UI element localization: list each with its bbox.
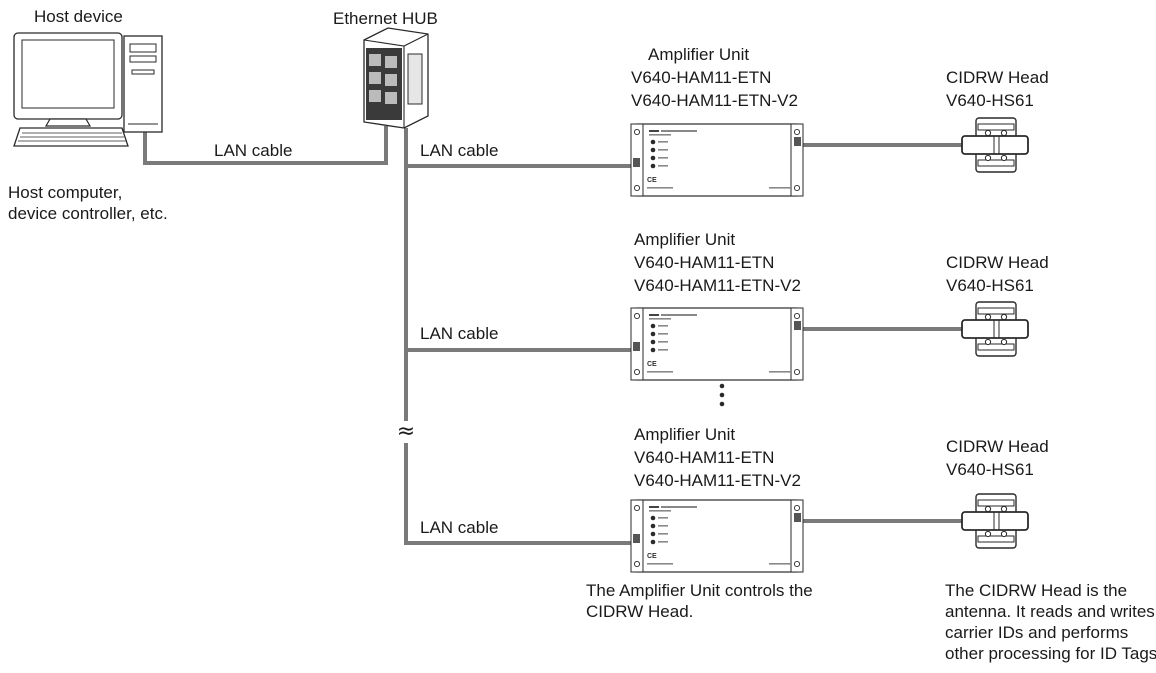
head-2-model: V640-HS61 <box>946 276 1034 295</box>
amplifier-unit-1 <box>630 123 804 197</box>
head-1-model: V640-HS61 <box>946 91 1034 110</box>
amplifier-1-title: Amplifier Unit <box>648 45 750 64</box>
amplifier-note-line2: CIDRW Head. <box>586 602 694 621</box>
head-note-line1: The CIDRW Head is the <box>945 581 1128 600</box>
lan-cable-label-1: LAN cable <box>420 141 499 160</box>
amplifier-3-title: Amplifier Unit <box>634 425 736 444</box>
cable-host-to-hub <box>143 126 388 165</box>
amplifier-1-model2: V640-HAM11-ETN-V2 <box>631 91 798 110</box>
lan-cable-label-host: LAN cable <box>214 141 293 160</box>
head-note-line3: carrier IDs and performs <box>945 623 1129 642</box>
amplifier-3-model2: V640-HAM11-ETN-V2 <box>634 471 801 490</box>
head-3-model: V640-HS61 <box>946 460 1034 479</box>
cidrw-head-2 <box>961 301 1029 357</box>
lan-cable-label-3: LAN cable <box>420 518 499 537</box>
head-1-title: CIDRW Head <box>946 68 1049 87</box>
head-3-title: CIDRW Head <box>946 437 1049 456</box>
cable-trunk <box>404 128 636 545</box>
amplifier-note-line1: The Amplifier Unit controls the <box>586 581 813 600</box>
continuation-dots <box>719 383 725 407</box>
lan-cable-label-2: LAN cable <box>420 324 499 343</box>
amplifier-3-model1: V640-HAM11-ETN <box>634 448 775 467</box>
cable-break-mark: ≈ <box>397 419 415 444</box>
amplifier-unit-3 <box>630 499 804 573</box>
amplifier-1-model1: V640-HAM11-ETN <box>631 68 772 87</box>
amplifier-2-model2: V640-HAM11-ETN-V2 <box>634 276 801 295</box>
host-caption-line2: device controller, etc. <box>8 204 168 223</box>
host-device-title: Host device <box>34 7 123 26</box>
head-note-line4: other processing for ID Tags. <box>945 644 1156 663</box>
amplifier-2-model1: V640-HAM11-ETN <box>634 253 775 272</box>
amplifier-2-title: Amplifier Unit <box>634 230 736 249</box>
ethernet-hub-icon <box>363 27 429 129</box>
cidrw-head-3 <box>961 493 1029 549</box>
amplifier-unit-2 <box>630 307 804 381</box>
cidrw-head-1 <box>961 117 1029 173</box>
head-2-title: CIDRW Head <box>946 253 1049 272</box>
ethernet-hub-title: Ethernet HUB <box>333 9 438 28</box>
host-caption-line1: Host computer, <box>8 183 123 202</box>
head-note-line2: antenna. It reads and writes <box>945 602 1155 621</box>
host-computer-icon <box>13 32 163 147</box>
